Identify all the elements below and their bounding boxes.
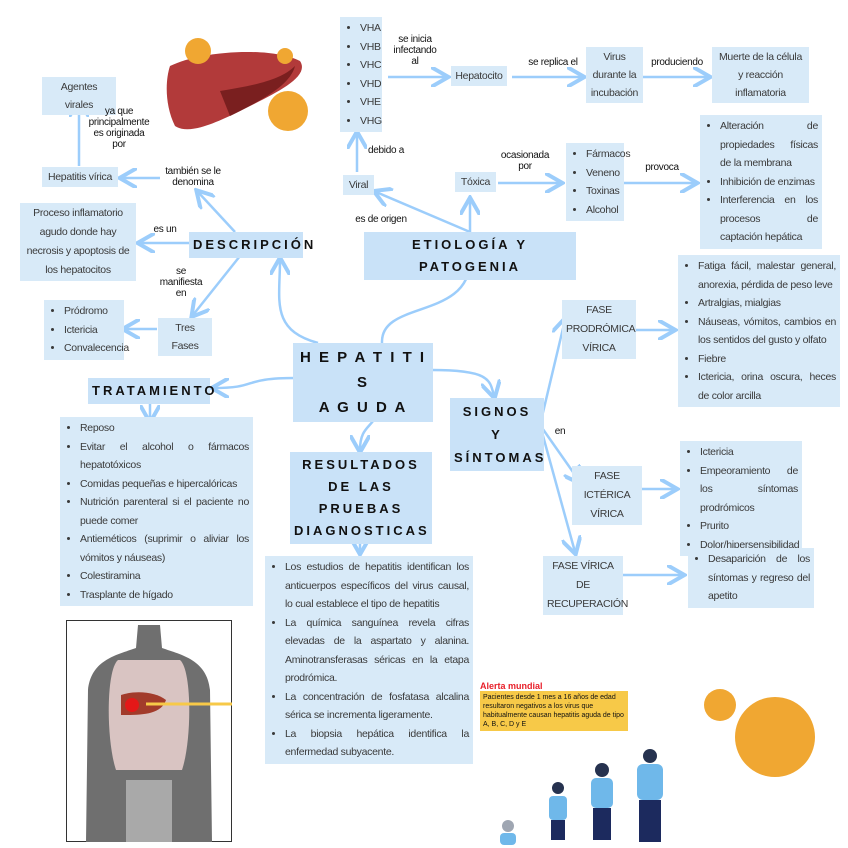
connector-label: también se le denomina [165,166,221,188]
alerta-title: Alerta mundial [480,681,543,691]
signos-title-line1: SIGNOS Y [462,404,532,442]
viral-node: Viral [343,175,374,195]
tratamiento-title: TRATAMIENTO [88,378,214,404]
central-topic-line2: A G U D A [318,399,408,416]
list-item: Alcohol [586,201,620,220]
toxica-node: Tóxica [455,172,496,192]
connector-label: se manifiesta en [159,266,203,299]
liver-illustration [166,38,308,131]
connector-label: produciendo [651,57,703,68]
list-item: Comidas pequeñas e hipercalóricas [80,475,249,494]
tres-fases-node: Tres Fases [158,318,212,356]
descripcion-title: DESCRIPCIÓN [189,232,313,258]
toxicos-list: Fármacos Veneno Toxinas Alcohol [566,143,631,221]
fases-list: Pródromo Ictericia Convalecencia [44,300,129,360]
list-item: VHA [360,19,381,38]
list-item: Reposo [80,419,249,438]
signos-title-line2: SÍNTOMAS [454,450,547,465]
list-item: Fármacos [586,145,631,164]
list-item: Ictericia, orina oscura, heces de color … [698,368,836,405]
prodromica-list: Fatiga fácil, malestar general, anorexia… [678,255,840,407]
list-item: Náuseas, vómitos, cambios en los sentido… [698,313,836,350]
list-item: Fiebre [698,350,836,369]
fase-prodromica-node: FASE PRODRÓMICA VÍRICA [562,300,636,359]
muerte-celula-node: Muerte de la célula y reacción inflamato… [712,47,809,103]
list-item: Pródromo [64,302,120,321]
people-illustration [500,749,663,845]
list-item: Alteración de propiedades físicas de la … [720,117,818,173]
list-item: Dolor/hipersensibilidad [700,536,800,555]
virus-incubacion-node: Virus durante la incubación [586,47,643,103]
connector-label: se inicia infectando al [393,34,437,67]
list-item: VHD [360,75,382,94]
list-item: Antieméticos (suprimir o aliviar los vóm… [80,530,249,567]
list-item: Evitar el alcohol o fármacos hepatotóxic… [80,438,249,475]
list-item: Desaparición de los síntomas y regreso d… [708,550,810,606]
list-item: Toxinas [586,182,620,201]
connector-label: provoca [645,162,679,173]
hepatocito-node: Hepatocito [451,66,507,86]
connector-label: debido a [368,145,404,156]
efectos-list: Alteración de propiedades físicas de la … [700,115,822,249]
resultados-list: Los estudios de hepatitis identifican lo… [265,556,473,764]
tratamiento-list: Reposo Evitar el alcohol o fármacos hepa… [60,417,253,606]
connector-label: es de origen [355,214,407,225]
agentes-virales-node: Agentes virales [42,77,116,115]
central-topic: H E P A T I T I S A G U D A [293,343,433,422]
hepatitis-virica-node: Hepatitis vírica [42,167,118,187]
alerta-mundial-panel: Alerta mundial Pacientes desde 1 mes a 1… [480,681,628,731]
list-item: Los estudios de hepatitis identifican lo… [285,558,469,614]
list-item: Trasplante de hígado [80,586,249,605]
alerta-text: Pacientes desde 1 mes a 16 años de edad … [480,691,628,731]
list-item: Convalecencia [64,339,129,358]
signos-title: SIGNOS Y SÍNTOMAS [450,398,544,471]
list-item: VHE [360,93,381,112]
list-item: Inhibición de enzimas [720,173,818,192]
connector-label: ya que principalmente es originada por [88,106,150,150]
list-item: Nutrición parenteral si el paciente no p… [80,493,249,530]
virus-illustration [704,689,815,777]
connector-label: ocasionada por [500,150,550,172]
list-item: La biopsia hepática identifica la enferm… [285,725,469,762]
fase-icterica-node: FASE ICTÉRICA VÍRICA [572,466,642,525]
virus-list: VHA VHB VHC VHD VHE VHG [340,17,382,132]
list-item: VHC [360,56,382,75]
etiologia-title: ETIOLOGÍA Y PATOGENIA [364,232,576,280]
resultados-title: RESULTADOS DE LAS PRUEBAS DIAGNOSTICAS [290,452,432,544]
list-item: La concentración de fosfatasa alcalina s… [285,688,469,725]
list-item: Prurito [700,517,798,536]
connector-label: es un [153,224,177,235]
list-item: Veneno [586,164,620,183]
anatomy-illustration [66,620,232,842]
list-item: Interferencia en los procesos de captaci… [720,191,818,247]
list-item: Artralgias, mialgias [698,294,836,313]
list-item: VHB [360,38,381,57]
list-item: Empeoramiento de los síntomas prodrómico… [700,462,798,518]
list-item: VHG [360,112,382,131]
list-item: Colestiramina [80,567,249,586]
icterica-list: Ictericia Empeoramiento de los síntomas … [680,441,802,556]
fase-recuperacion-node: FASE VÍRICA DE RECUPERACIÓN [543,556,628,615]
list-item: Ictericia [700,443,798,462]
central-topic-line1: H E P A T I T I S [299,349,427,391]
connector-label: en [554,426,566,437]
proceso-inflamatorio-node: Proceso inflamatorio agudo donde hay nec… [20,203,136,281]
list-item: Ictericia [64,321,120,340]
connector-label: se replica el [528,57,578,68]
list-item: Fatiga fácil, malestar general, anorexia… [698,257,836,294]
recuperacion-list: Desaparición de los síntomas y regreso d… [688,548,814,608]
list-item: La química sanguínea revela cifras eleva… [285,614,469,688]
